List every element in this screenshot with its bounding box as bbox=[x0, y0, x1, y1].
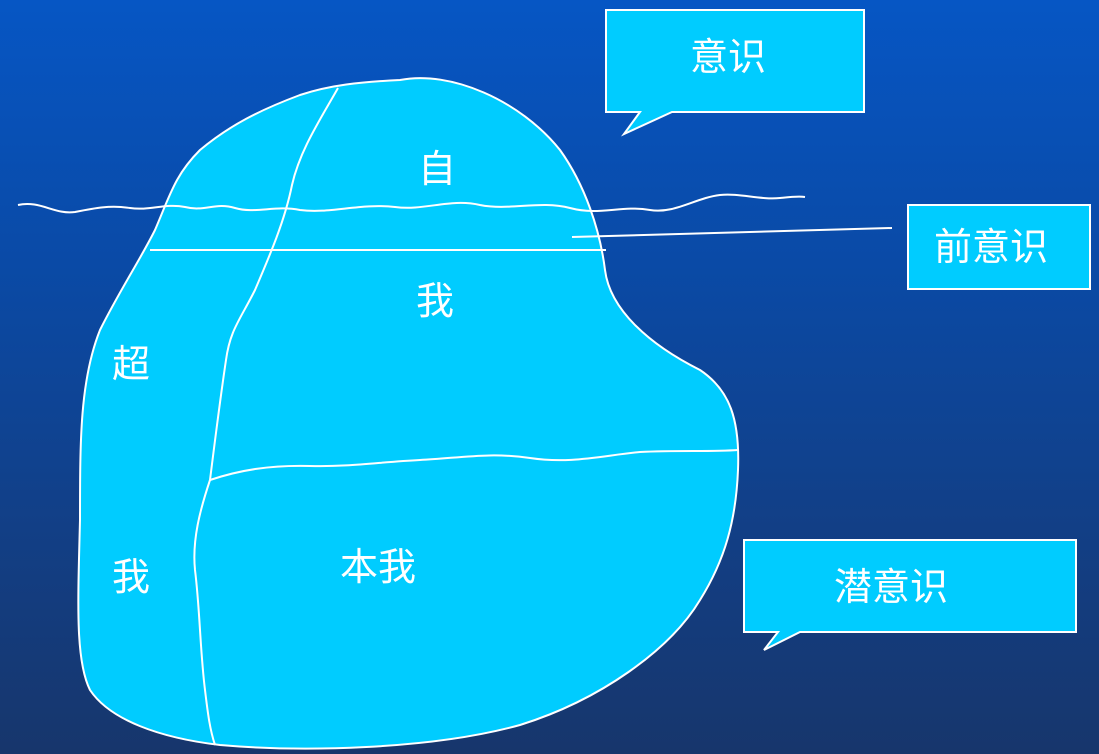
callout-conscious-label: 意识 bbox=[690, 35, 767, 79]
id-boundary bbox=[209, 449, 739, 481]
callout-preconscious-label: 前意识 bbox=[934, 225, 1049, 269]
superego-divider bbox=[193, 87, 339, 746]
callout-unconscious-label: 潜意识 bbox=[834, 565, 949, 609]
callout-preconscious-box bbox=[907, 204, 1091, 290]
callout-unconscious-box bbox=[743, 539, 1077, 651]
label-superego-top: 超 bbox=[112, 342, 151, 386]
label-ego-top: 自 bbox=[418, 147, 457, 191]
label-id: 本我 bbox=[340, 545, 417, 589]
water-line bbox=[17, 193, 806, 214]
callout-conscious-box bbox=[605, 9, 865, 137]
iceberg-shape bbox=[77, 77, 740, 750]
label-ego-bottom: 我 bbox=[416, 279, 455, 323]
label-superego-bottom: 我 bbox=[112, 555, 151, 599]
preconscious-pointer bbox=[571, 227, 893, 238]
